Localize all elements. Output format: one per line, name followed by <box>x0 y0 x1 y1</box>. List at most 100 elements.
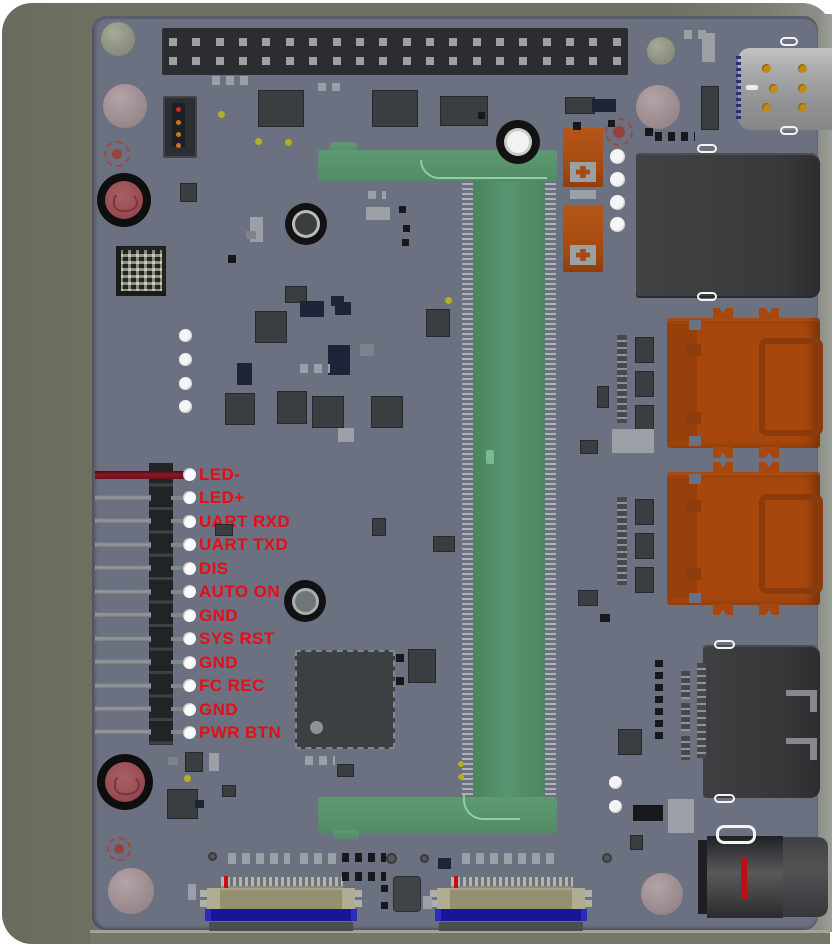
smd-d <box>426 309 450 337</box>
test-pad <box>610 217 625 232</box>
pin-wire <box>95 518 151 525</box>
test-pad <box>179 400 192 413</box>
pin-label-gnd: GND <box>199 699 238 719</box>
mounting-hole <box>103 84 147 128</box>
smd-l <box>423 896 432 909</box>
smd-dv <box>655 660 663 740</box>
pin-label-led-: LED+ <box>199 488 245 508</box>
pin-wire <box>95 659 151 666</box>
pin-wire <box>95 612 151 619</box>
pin-stub <box>171 589 184 594</box>
gpio-pin <box>332 56 341 65</box>
smd-d <box>285 286 307 303</box>
pin-pad <box>183 561 196 575</box>
gpio-40pin-header <box>162 28 628 75</box>
smd-p <box>228 853 290 864</box>
smd-d <box>222 785 236 797</box>
pin-pad <box>183 514 196 528</box>
fan-pin <box>176 120 181 125</box>
gpio-pin-row <box>162 38 628 47</box>
smd-b <box>396 677 404 685</box>
pin-label-gnd: GND <box>199 605 238 625</box>
smd-g <box>246 231 256 239</box>
mounting-hole <box>101 22 135 56</box>
smd-cv <box>697 663 706 758</box>
smd-cv <box>617 335 627 423</box>
pin-pad <box>183 538 196 552</box>
smd-b <box>608 120 615 127</box>
smd-pb <box>655 132 695 141</box>
datamatrix-code <box>116 246 166 296</box>
pin-wire <box>95 494 151 501</box>
gpio-pin <box>496 38 505 47</box>
pin-stub <box>171 636 184 641</box>
smd-b <box>478 112 485 119</box>
smd-d <box>597 386 609 408</box>
smd-n <box>237 363 252 385</box>
sodimm-pins-left <box>462 168 473 826</box>
smd-p <box>684 30 706 39</box>
smd-p <box>305 756 335 765</box>
gpio-pin <box>542 38 551 47</box>
barrel-jack <box>698 836 828 918</box>
pin-wire <box>95 588 151 595</box>
solder-pad <box>714 794 735 803</box>
fan-pin <box>176 132 181 137</box>
fiducial-marker <box>107 837 131 861</box>
test-pad <box>609 800 622 813</box>
gpio-pin <box>355 38 364 47</box>
pin-pad <box>183 608 196 622</box>
smd-d <box>580 440 598 454</box>
gpio-pin <box>519 38 528 47</box>
gpio-pin <box>379 56 388 65</box>
gpio-pin <box>589 38 598 47</box>
solder-pad <box>697 144 717 153</box>
smd-p <box>300 853 340 864</box>
gpio-pin <box>402 38 411 47</box>
smd-pb <box>342 853 386 862</box>
pin-stub <box>171 519 184 524</box>
pin-stub <box>171 683 184 688</box>
gpio-pin <box>612 56 621 65</box>
smd-ring <box>386 853 397 864</box>
pin-stub <box>171 660 184 665</box>
pin-stub <box>171 566 184 571</box>
smd-l <box>366 207 390 220</box>
gpio-pin <box>309 56 318 65</box>
test-pad <box>610 149 625 164</box>
smd-b <box>645 128 653 136</box>
smd-d <box>618 729 642 755</box>
gpio-pin <box>612 38 621 47</box>
tantalum-capacitor <box>563 128 603 187</box>
solder-pad <box>697 292 717 301</box>
barrel-jack-stripe <box>741 858 747 900</box>
pin-wire <box>95 706 151 712</box>
fiducial-marker <box>104 141 130 167</box>
smd-d <box>630 835 643 850</box>
sodimm-socket-body <box>473 152 545 832</box>
sodimm-pins-right <box>545 168 556 826</box>
smd-d <box>337 764 354 777</box>
mounting-hole <box>647 37 675 65</box>
sodimm-latch-tab <box>333 830 359 839</box>
smd-d <box>215 524 233 536</box>
smd-g <box>360 344 374 356</box>
usb-c-port <box>736 48 832 130</box>
test-pad <box>179 377 192 390</box>
pin-wire-maroon <box>95 470 186 479</box>
smd-b <box>399 206 406 213</box>
smd-l <box>570 190 596 199</box>
smd-d <box>433 536 455 552</box>
ffc-bridge-chip <box>393 876 421 912</box>
smd-b <box>573 122 581 130</box>
pin-label-uart-txd: UART TXD <box>199 535 289 555</box>
usb3-port-1 <box>667 308 823 448</box>
pin-pad <box>183 725 196 739</box>
gpio-pin <box>402 56 411 65</box>
pin-label-auto-on: AUTO ON <box>199 582 280 602</box>
test-pad <box>610 195 625 210</box>
gpio-pin <box>215 38 224 47</box>
smd-n <box>300 301 324 317</box>
gpio-pin <box>425 38 434 47</box>
